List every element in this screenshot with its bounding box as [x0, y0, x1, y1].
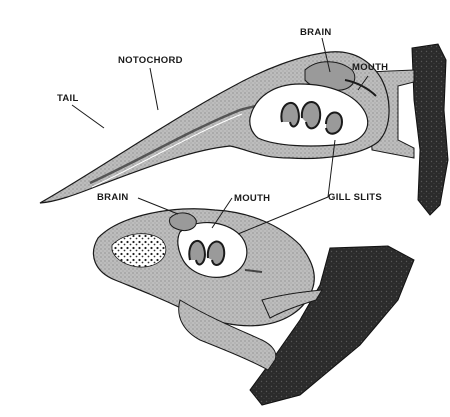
label-brain-lower: BRAIN [97, 192, 129, 203]
label-gill-slits: GILL SLITS [328, 192, 382, 203]
label-notochord: NOTOCHORD [118, 55, 183, 66]
lower-brain [169, 213, 196, 231]
label-brain-upper: BRAIN [300, 27, 332, 38]
lower-larva [93, 209, 414, 405]
upper-rock [412, 44, 448, 215]
label-mouth-lower: MOUTH [234, 193, 270, 204]
label-mouth-upper: MOUTH [352, 62, 388, 73]
label-tail: TAIL [57, 93, 79, 104]
